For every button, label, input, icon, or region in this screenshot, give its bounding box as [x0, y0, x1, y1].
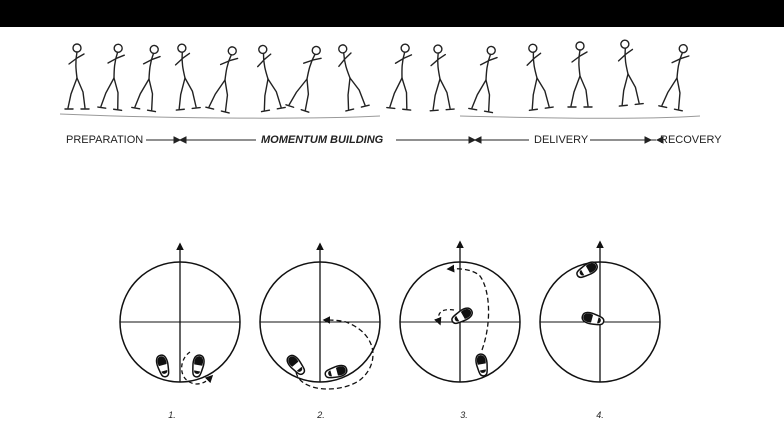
- diagram-caption-2: 2.: [317, 410, 325, 420]
- athlete-figure-15: [658, 41, 697, 112]
- phase-arrows: [146, 136, 664, 144]
- athlete-figure-1: [64, 43, 90, 110]
- circle-diagram-4: [539, 240, 661, 383]
- athlete-figure-8: [329, 41, 370, 112]
- foot-print: [154, 353, 172, 379]
- athlete-figure-2: [97, 41, 132, 112]
- ground-shadows: [59, 113, 701, 119]
- foot-print: [580, 310, 606, 328]
- circle-diagram-1: [119, 242, 241, 385]
- athlete-figure-6: [249, 42, 286, 113]
- athlete-figure-12: [519, 41, 554, 112]
- athlete-sequence: [59, 38, 701, 119]
- foot-print: [474, 352, 490, 378]
- athlete-figure-10: [424, 43, 455, 112]
- athlete-figure-3: [131, 42, 168, 113]
- athlete-figure-4: [168, 42, 201, 111]
- diagram-caption-3: 3.: [460, 410, 468, 420]
- circle-diagram-2: [259, 242, 381, 390]
- athlete-figure-7: [285, 42, 330, 113]
- phase-delivery-label: DELIVERY: [534, 134, 589, 146]
- athlete-figure-14: [611, 38, 644, 107]
- phase-momentum-label: MOMENTUM BUILDING: [261, 134, 384, 146]
- footwork-diagrams: [119, 240, 661, 390]
- athlete-figure-9: [386, 42, 419, 111]
- athlete-figure-5: [205, 43, 246, 114]
- top-black-bar: [0, 0, 784, 27]
- diagram-caption-1: 1.: [168, 410, 176, 420]
- foot-print: [190, 353, 206, 379]
- circle-diagram-3: [399, 240, 521, 383]
- athlete-figure-13: [567, 41, 593, 108]
- phase-recovery-label: RECOVERY: [660, 134, 722, 146]
- diagram-caption-4: 4.: [596, 410, 604, 420]
- phase-preparation-label: PREPARATION: [66, 134, 144, 146]
- athlete-figure-11: [468, 43, 505, 114]
- foot-print: [449, 305, 475, 327]
